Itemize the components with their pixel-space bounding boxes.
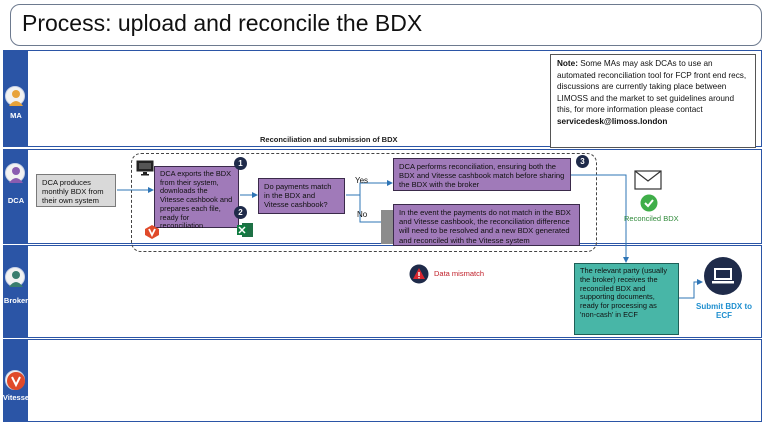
- section-title: Reconciliation and submission of BDX: [260, 135, 398, 144]
- lane-label-ma: MA: [10, 111, 22, 120]
- step-decision: Do payments match in the BDX and Vitesse…: [258, 178, 345, 214]
- monitor-icon: [136, 160, 154, 181]
- data-mismatch-label: Data mismatch: [434, 269, 485, 278]
- check-icon: [640, 194, 658, 217]
- person-icon: [5, 267, 25, 287]
- warning-icon: [409, 264, 429, 289]
- branch-yes-label: Yes: [355, 176, 369, 185]
- branch-no-label: No: [357, 210, 368, 219]
- lane-strip-broker: [3, 245, 28, 338]
- lane-label-dca: DCA: [7, 196, 25, 205]
- step-broker-receives: The relevant party (usually the broker) …: [574, 263, 679, 335]
- page-title: Process: upload and reconcile the BDX: [22, 10, 423, 36]
- vitesse-logo-icon: [5, 370, 25, 390]
- lane-label-broker: Broker: [3, 296, 29, 305]
- note-box: Note: Some MAs may ask DCAs to use an au…: [550, 54, 756, 148]
- lane-label-vitesse: Vitesse: [2, 393, 30, 402]
- title-box: [10, 4, 762, 46]
- side-tab: [381, 210, 393, 244]
- person-icon: [5, 86, 25, 106]
- submit-label: Submit BDX to ECF: [696, 302, 752, 320]
- person-icon: [5, 163, 25, 183]
- envelope-icon: [634, 170, 662, 195]
- lane-body-vitesse: [28, 339, 762, 422]
- note-text: Some MAs may ask DCAs to use an automate…: [557, 59, 747, 115]
- step-dca-produces: DCA produces monthly BDX from their own …: [36, 174, 116, 207]
- vitesse-logo-icon: [144, 224, 160, 245]
- reconciliation-group: [131, 153, 597, 252]
- excel-icon: [236, 222, 254, 243]
- note-email: servicedesk@limoss.london: [557, 116, 668, 126]
- reconciled-label: Reconciled BDX: [624, 214, 679, 223]
- step-dca-exports: DCA exports the BDX from their system, d…: [154, 166, 239, 230]
- laptop-icon: [703, 256, 743, 301]
- step-number-badge: 1: [234, 157, 247, 170]
- note-prefix: Note:: [557, 59, 578, 68]
- step-resolve-mismatch: In the event the payments do not match i…: [393, 204, 580, 246]
- step-number-badge: 2: [234, 206, 247, 219]
- step-dca-reconciles: DCA performs reconciliation, ensuring bo…: [393, 158, 571, 191]
- step-number-badge: 3: [576, 155, 589, 168]
